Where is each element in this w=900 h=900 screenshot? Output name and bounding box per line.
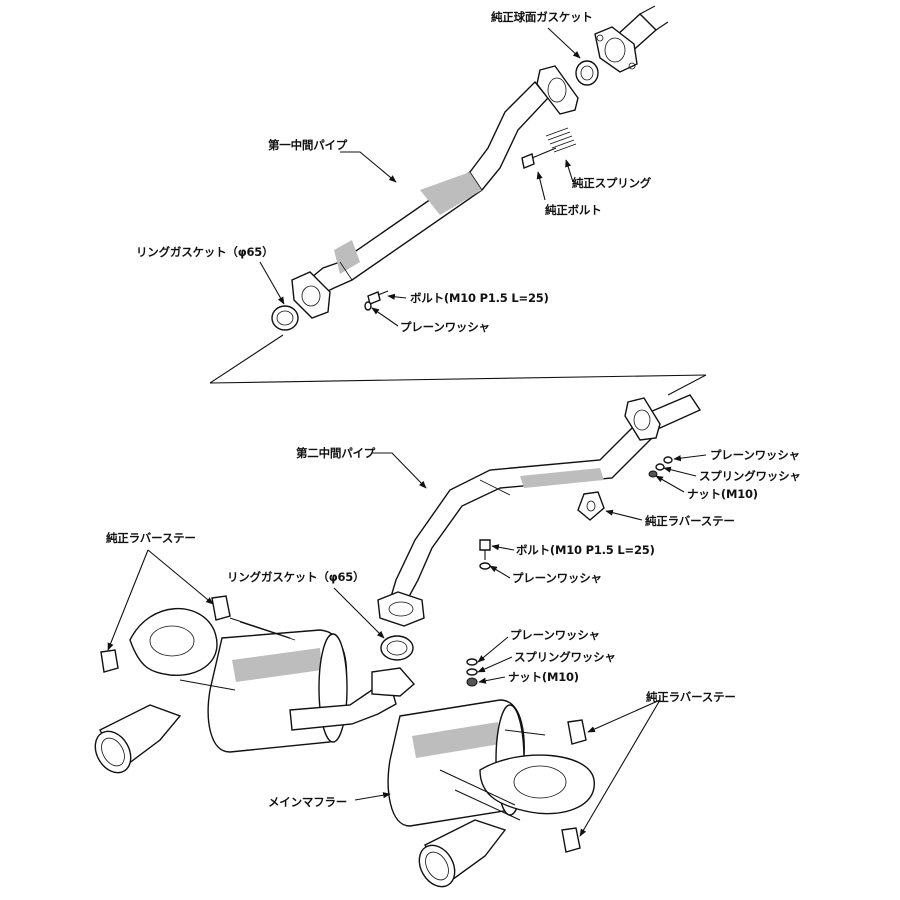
genuine-bolt-part: [521, 147, 557, 169]
label-second-mid-pipe: 第二中間パイプ: [296, 446, 376, 460]
center-join-pipe: [289, 667, 415, 731]
bolt-middle-part: [479, 539, 491, 570]
ring-gasket-upper: [271, 305, 299, 331]
right-tailpipe: [418, 819, 507, 888]
washers-nut-lower: [466, 658, 478, 687]
washers-nut-right: [648, 456, 673, 478]
right-hangers: [561, 719, 587, 853]
genuine-spring-part: [545, 127, 577, 153]
label-first-mid-pipe: 第一中間パイプ: [268, 138, 348, 152]
label-rubber-stay-right: 純正ラバーステー: [645, 514, 735, 528]
label-plain-washer-right: プレーンワッシャ: [710, 448, 800, 462]
bolt-upper-part: [364, 290, 389, 311]
ring-gasket-lower: [380, 635, 414, 661]
label-nut-lower: ナット(M10): [508, 670, 579, 684]
spherical-gasket: [575, 60, 599, 86]
second-mid-pipe-flange: [624, 397, 661, 441]
label-plain-washer-middle: プレーンワッシャ: [512, 571, 602, 585]
label-main-muffler: メインマフラー: [268, 795, 348, 809]
right-muffler: [387, 699, 595, 827]
first-mid-pipe: [305, 80, 549, 297]
label-spring-washer-right: スプリングワッシャ: [699, 469, 801, 483]
label-bolt-middle: ボルト(M10 P1.5 L=25): [516, 543, 655, 557]
label-spring-washer-lower: スプリングワッシャ: [514, 650, 616, 664]
label-ring-gasket-lower: リングガスケット（φ65）: [227, 570, 365, 584]
label-rubber-stay-left: 純正ラバーステー: [106, 531, 196, 545]
label-ring-gasket-upper: リングガスケット（φ65）: [136, 245, 274, 259]
mid-pipe-rear-flange: [291, 271, 331, 319]
second-mid-pipe-rear-flange: [377, 591, 425, 627]
label-bolt-upper: ボルト(M10 P1.5 L=25): [410, 291, 549, 305]
mid-pipe-front-flange: [536, 65, 579, 115]
front-flange: [594, 26, 638, 73]
label-genuine-spring: 純正スプリング: [572, 176, 652, 190]
left-tailpipe: [94, 704, 182, 774]
leader-lines: [107, 27, 707, 837]
label-plain-washer-upper: プレーンワッシャ: [400, 320, 490, 334]
label-rubber-stay-lower-right: 純正ラバーステー: [646, 690, 736, 704]
label-genuine-bolt: 純正ボルト: [545, 203, 602, 217]
label-plain-washer-lower: プレーンワッシャ: [510, 628, 600, 642]
label-nut-right: ナット(M10): [687, 487, 758, 501]
rubber-stay-right-part: [577, 491, 605, 521]
left-hangers: [100, 595, 291, 691]
label-genuine-spherical-gasket: 純正球面ガスケット: [491, 10, 593, 24]
